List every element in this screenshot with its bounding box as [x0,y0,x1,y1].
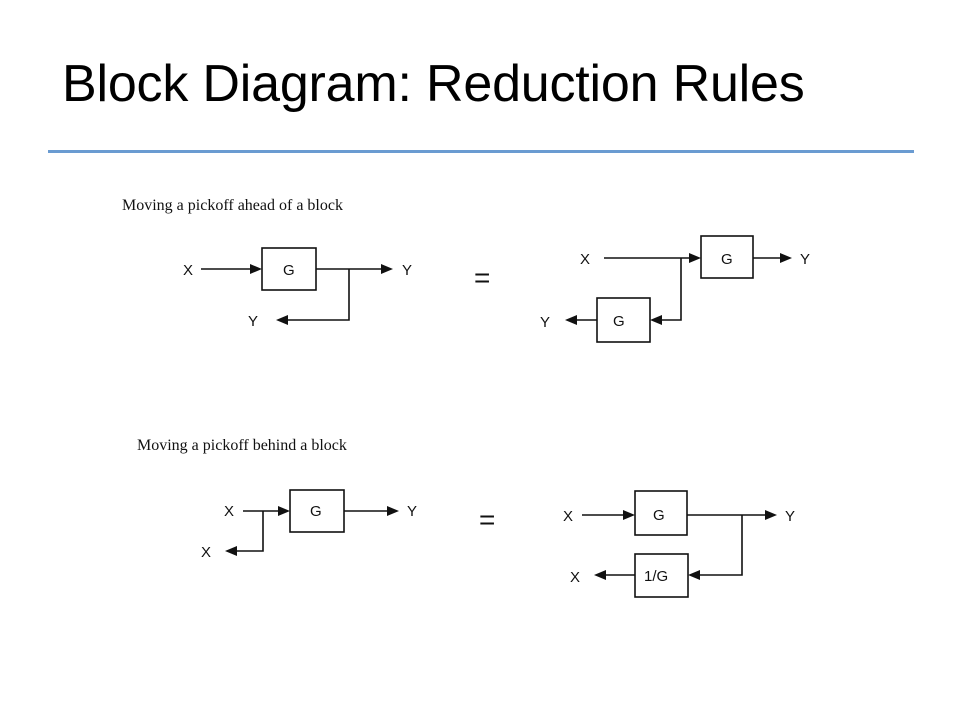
rule-ahead-left-output-label: Y [402,262,412,279]
rule-behind-right-input-arrowhead [623,510,635,520]
rule-ahead-right-pickoff-g-block [596,297,651,343]
rule-ahead-right-pickoff-output-arrowhead [565,315,577,325]
rule-behind-left-pickoff-arrowhead [225,546,237,556]
rule-behind-left-output-arrowhead [387,506,399,516]
rule-ahead-right-g-block [700,235,754,279]
rule-ahead-equals-sign: = [474,262,490,293]
rule-behind-right-diagram: X G Y 1/G X [563,490,795,598]
rule-behind-right-output-arrowhead [765,510,777,520]
rule-behind-left-input-label: X [224,503,234,520]
rule-behind-caption: Moving a pickoff behind a block [137,437,347,454]
rule-behind-right-output-label: Y [785,508,795,525]
rule-ahead-right-diagram: X G Y G Y [540,235,810,343]
rule-ahead-right-input-arrowhead [689,253,701,263]
rule-ahead-left-g-label: G [283,262,295,279]
rule-ahead-right-input-label: X [580,251,590,268]
slide-title: Block Diagram: Reduction Rules [62,55,805,113]
rule-behind-right-inverse-g-block [634,553,689,598]
rule-ahead-right-pickoff-label: Y [540,314,550,331]
rule-ahead-left-input-label: X [183,262,193,279]
rule-behind-left-diagram: X G Y X [201,489,417,561]
rule-behind-right-pickoff-wire [699,515,743,576]
rule-ahead-right-pickoff-wire [661,258,682,321]
rule-ahead-right-pickoff-arrowhead [650,315,662,325]
rule-behind-right-g-block [634,490,688,536]
rule-behind-right-input-label: X [563,508,573,525]
rule-behind-right-pickoff-label: X [570,569,580,586]
rule-behind-left-pickoff-label: X [201,544,211,561]
rule-ahead-left-pickoff-label: Y [248,313,258,330]
rule-ahead-right-output-arrowhead [780,253,792,263]
title-divider [48,150,914,153]
rule-behind-left-input-arrowhead [278,506,290,516]
rule-ahead-left-pickoff-arrowhead [276,315,288,325]
rule-behind-right-g-label: G [653,507,665,524]
rule-behind-left-output-label: Y [407,503,417,520]
rule-ahead-left-pickoff-wire [288,269,350,321]
rule-ahead-right-pickoff-g-label: G [613,313,625,330]
rule-ahead-right-output-label: Y [800,251,810,268]
rule-behind-right-pickoff-arrowhead [688,570,700,580]
rule-ahead-right-g-label: G [721,251,733,268]
rule-ahead-left-diagram: X G Y Y [183,247,412,330]
rule-behind-left-pickoff-wire [236,511,264,552]
rule-ahead-left-input-arrowhead [250,264,262,274]
rule-ahead-caption: Moving a pickoff ahead of a block [122,197,343,214]
rule-behind-right-pickoff-output-arrowhead [594,570,606,580]
rule-behind-right-inverse-g-label: 1/G [644,568,668,585]
rule-behind-equals-sign: = [479,504,495,535]
rule-behind-left-g-label: G [310,503,322,520]
rule-ahead-left-output-arrowhead [381,264,393,274]
